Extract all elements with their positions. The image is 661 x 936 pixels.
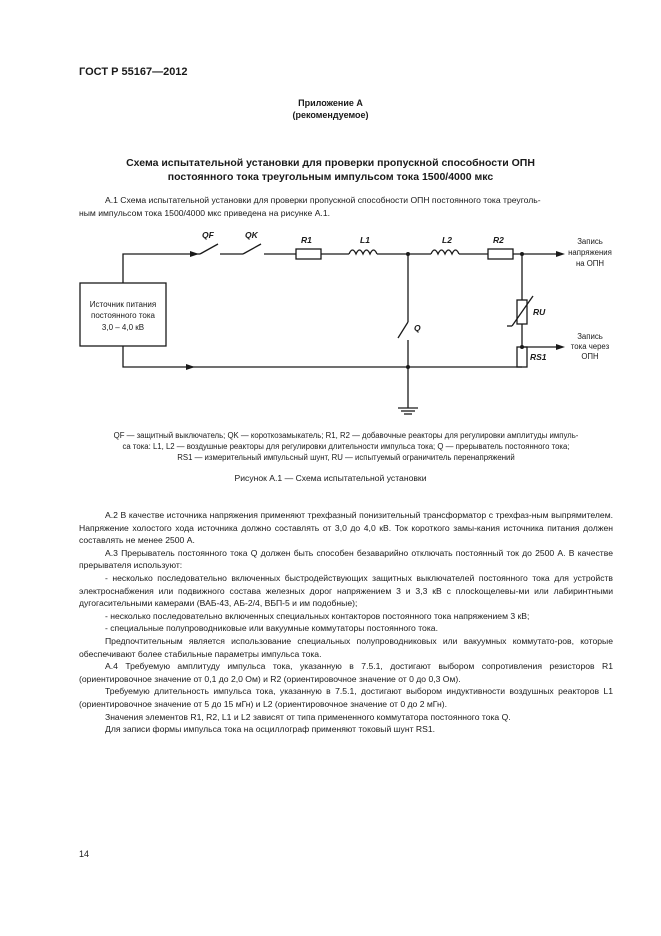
rs1-shunt (516, 346, 528, 368)
qf-switch-blade (199, 243, 219, 255)
l2-coil (430, 249, 460, 256)
label-q: Q (414, 323, 421, 333)
source-label-line2: постоянного тока (91, 311, 156, 320)
label-qk: QK (245, 230, 259, 240)
intro-line2: ным импульсом тока 1500/4000 мкс приведе… (79, 207, 330, 218)
list-item-breakers: - несколько последовательно включенных б… (79, 572, 613, 609)
r1-resistor (295, 248, 322, 260)
legend-line2: са тока: L1, L2 — воздушные реакторы для… (122, 442, 570, 451)
intro-line1: А.1 Схема испытательной установки для пр… (105, 195, 541, 205)
current-record-line3: ОПН (581, 352, 598, 361)
paragraph-a4: А.4 Требуемую амплитуду импульса тока, у… (79, 661, 613, 684)
voltage-record-line2: напряжения (568, 248, 612, 257)
junction-dot (520, 345, 524, 349)
label-qf: QF (202, 230, 215, 240)
q-switch-blade (397, 321, 409, 339)
body-text: А.2 В качестве источника напряжения прим… (79, 509, 613, 736)
paragraph-a2: А.2 В качестве источника напряжения прим… (79, 510, 613, 546)
section-title: Схема испытательной установки для провер… (0, 156, 661, 184)
feed-arrow (190, 251, 199, 257)
paragraph-duration: Требуемую длительность импульса тока, ук… (79, 686, 613, 709)
return-arrow (186, 364, 195, 370)
paragraph-elements: Значения элементов R1, R2, L1 и L2 завис… (105, 711, 511, 722)
figure-caption: Рисунок А.1 — Схема испытательной устано… (234, 473, 427, 483)
appendix-heading: Приложение А (рекомендуемое) (0, 97, 661, 121)
list-item-semiconductor: - специальные полупроводниковые или ваку… (105, 623, 438, 634)
source-label-line3: 3,0 – 4,0 кВ (102, 323, 144, 332)
appendix-subtitle: (рекомендуемое) (292, 110, 369, 120)
label-l1: L1 (360, 235, 370, 245)
label-rs1: RS1 (530, 352, 547, 362)
current-record-line1: Запись (577, 332, 603, 341)
section-title-line1: Схема испытательной установки для провер… (126, 157, 535, 169)
label-l2: L2 (442, 235, 452, 245)
label-r1: R1 (301, 235, 312, 245)
junction-dot (406, 365, 410, 369)
voltage-record-line1: Запись (577, 237, 603, 246)
section-title-line2: постоянного тока треугольным импульсом т… (167, 171, 494, 183)
appendix-title: Приложение А (298, 98, 363, 108)
current-record-line2: тока через (571, 342, 610, 351)
paragraph-preferred: Предпочтительным является использование … (79, 635, 613, 659)
page-number: 14 (79, 849, 90, 859)
current-arrow (556, 344, 565, 350)
source-label-line1: Источник питания (90, 300, 156, 309)
qk-switch-blade (242, 243, 262, 255)
voltage-arrow (556, 251, 565, 257)
l1-coil (348, 249, 378, 256)
paragraph-a3: А.3 Прерыватель постоянного тока Q долже… (79, 547, 613, 571)
intro-paragraph: А.1 Схема испытательной установки для пр… (79, 194, 613, 219)
document-code: ГОСТ Р 55167—2012 (79, 66, 188, 78)
junction-dot (406, 252, 410, 256)
label-ru: RU (533, 307, 546, 317)
junction-dot (520, 252, 524, 256)
paragraph-shunt: Для записи формы импульса тока на осцилл… (105, 724, 436, 735)
list-item-contactors: - несколько последовательно включенных с… (105, 610, 530, 621)
voltage-record-line3: на ОПН (576, 259, 604, 268)
legend-line1: QF — защитный выключатель; QK — короткоз… (113, 431, 579, 440)
r2-resistor (487, 248, 514, 260)
figure-legend: QF — защитный выключатель; QK — короткоз… (79, 430, 613, 463)
circuit-diagram: QF QK R1 L1 L2 R2 Q RU RS1 Источник пита… (79, 230, 612, 415)
label-r2: R2 (493, 235, 504, 245)
legend-line3: RS1 — измерительный импульсный шунт, RU … (177, 453, 515, 462)
